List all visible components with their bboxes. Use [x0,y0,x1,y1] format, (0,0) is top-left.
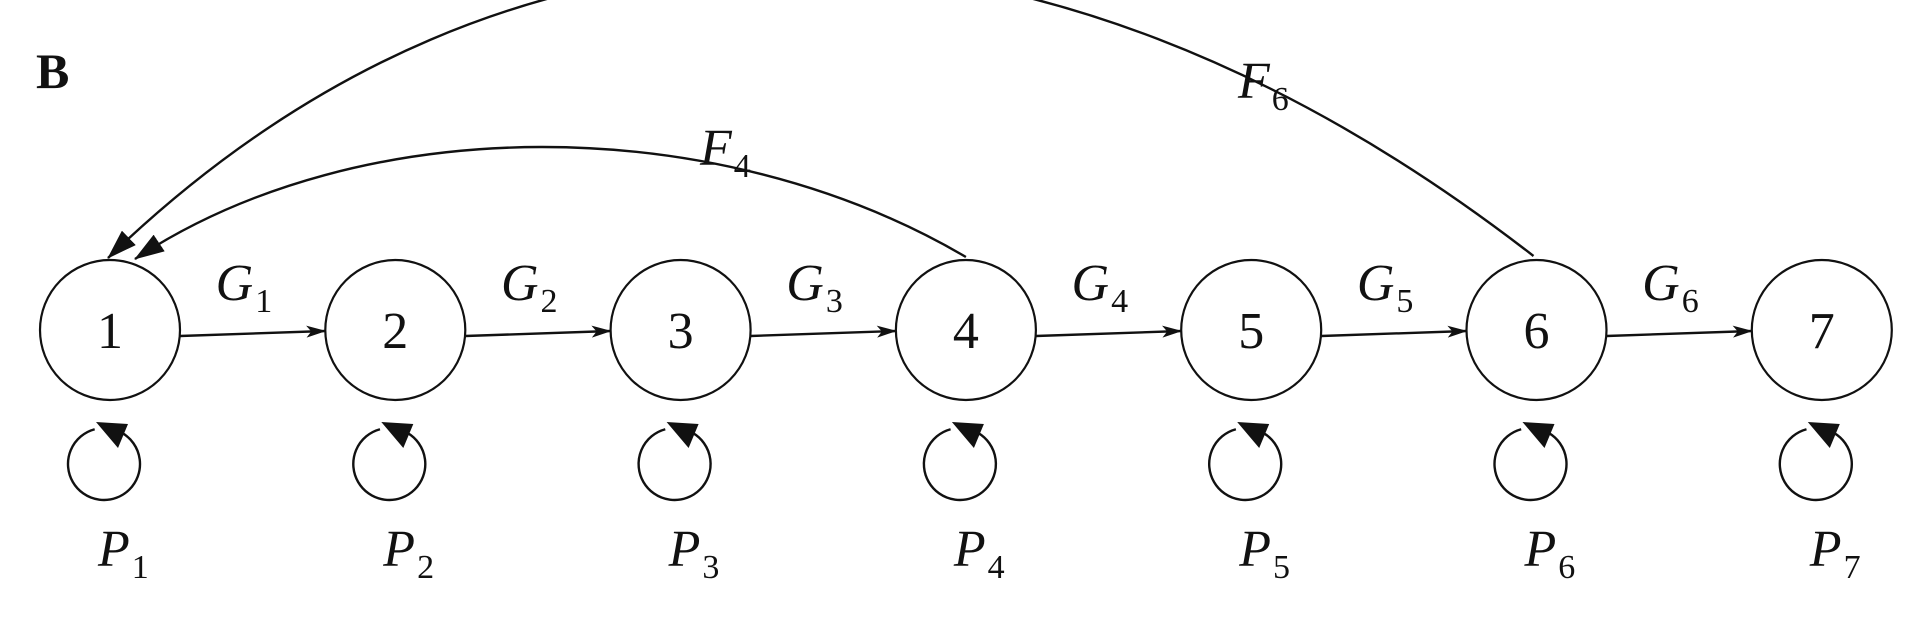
loop-arc [1208,428,1283,502]
loop-arrowhead [666,422,699,448]
forward-edges: G1 G2 G3 G4 G5 G6 [179,255,1753,338]
loop-arrowhead [1237,422,1270,448]
edge-label: G2 [501,255,558,320]
node-label: 6 [1524,303,1550,360]
loop-arrowhead [381,422,414,448]
loop-arrowhead [951,422,984,448]
node-circle [894,258,1038,402]
loop-arrowhead [96,422,128,448]
node-3: 3 [609,258,752,402]
edge-label: G4 [1072,255,1129,320]
loop-label: P6 [1524,521,1576,586]
self-loop-6: P6 [1493,422,1576,586]
node-label: 2 [382,303,408,360]
edge-label: G6 [1642,255,1699,320]
feedback-edges: F4 F6 [107,0,1535,261]
edge-4-to-5: G4 [1035,255,1183,338]
feedback-label: F4 [699,120,751,185]
loop-label: P1 [97,521,149,586]
loop-arc [922,428,998,502]
self-loop-2: P2 [352,422,434,586]
loop-arc [1778,428,1853,502]
node-2: 2 [324,258,467,402]
self-loop-5: P5 [1208,422,1290,586]
self-loop-4: P4 [922,422,1005,586]
loop-arc [637,428,712,502]
edge-arrow [1035,325,1183,338]
edge-3-to-4: G3 [750,255,897,338]
loop-label: P2 [382,521,434,586]
edge-label: G5 [1357,255,1414,320]
node-label: 7 [1809,303,1835,360]
node-5: 5 [1180,258,1323,402]
loop-label: P3 [668,521,720,586]
edge-arrow [750,325,897,338]
feedback-edge-6-to-1: F6 [107,0,1535,259]
node-label: 1 [97,303,123,360]
self-loop-3: P3 [637,422,720,586]
edge-arrow [179,325,327,338]
loop-label: P4 [953,521,1005,586]
panel-letter: B [36,43,69,99]
edge-arrow [465,325,612,338]
edge-label: G1 [216,255,273,320]
loop-label: P5 [1238,521,1290,586]
nodes: 1 2 3 4 5 6 7 [38,258,1893,402]
node-circle [324,258,467,402]
edge-6-to-7: G6 [1606,255,1753,338]
loop-arc [66,428,142,502]
loop-arrowhead [1522,422,1555,448]
feedback-label: F6 [1237,53,1289,118]
self-loop-7: P7 [1778,422,1861,586]
feedback-arc [107,0,1535,259]
loop-label: P7 [1809,521,1861,586]
node-circle [609,258,752,402]
feedback-arc [134,145,967,261]
edge-arrow [1321,325,1468,338]
loop-arrowhead [1807,422,1840,448]
feedback-edge-4-to-1: F4 [134,120,967,261]
edge-1-to-2: G1 [179,255,327,338]
edge-2-to-3: G2 [465,255,612,338]
edge-5-to-6: G5 [1321,255,1468,338]
node-circle [38,258,182,402]
node-label: 4 [953,303,979,360]
node-circle [1750,258,1893,402]
node-label: 5 [1238,303,1264,360]
node-6: 6 [1465,258,1608,402]
edge-arrow [1606,325,1753,338]
self-loops: P1 P2 P3 P4 P5 P6 P7 [66,422,1861,586]
node-1: 1 [38,258,182,402]
node-circle [1180,258,1323,402]
edge-label: G3 [786,255,843,320]
loop-arc [352,428,427,502]
self-loop-1: P1 [66,422,149,586]
node-4: 4 [894,258,1038,402]
node-label: 3 [668,303,694,360]
node-circle [1465,258,1608,402]
node-7: 7 [1750,258,1893,402]
loop-arc [1493,428,1568,502]
